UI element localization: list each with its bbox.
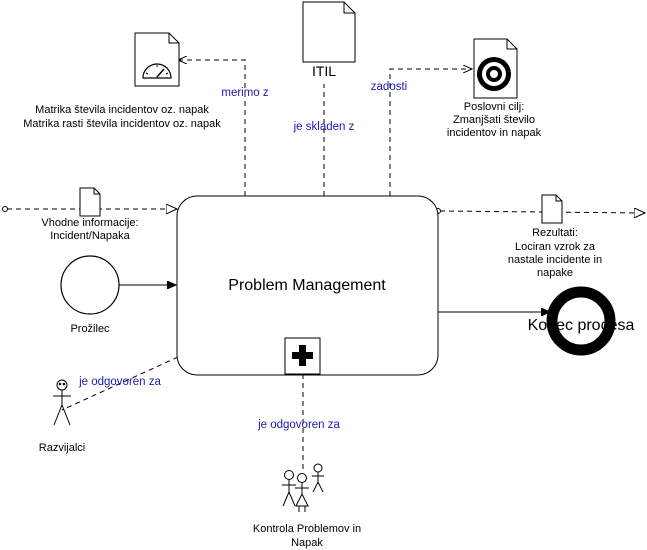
satisfy-connector [389, 69, 472, 196]
end-event[interactable] [546, 286, 616, 356]
relation-label-aligned: je skladen z [293, 121, 355, 133]
input-label-line-2: Incident/Napaka [50, 230, 130, 242]
process-task[interactable] [176, 195, 439, 376]
subprocess-expand-icon[interactable] [284, 337, 321, 375]
group-figures-icon [282, 463, 324, 512]
itil-label: ITIL [312, 63, 336, 79]
result-label-line-1: Rezultati: [532, 227, 578, 239]
result-label-line-4: napake [537, 267, 573, 279]
measure-connector [178, 60, 246, 196]
relation-label-responsible-bottom: je odgovoren za [257, 419, 340, 431]
metrics-label-line-1: Matrika števila incidentov oz. napak [35, 104, 209, 116]
input-label-line-1: Vhodne informacije: [41, 217, 138, 229]
start-event[interactable] [60, 255, 120, 315]
goal-label-line-1: Poslovni cilj: [464, 101, 525, 113]
result-document-icon [541, 194, 563, 224]
target-document-icon [473, 38, 518, 99]
end-event-label: Konec procesa [528, 317, 635, 334]
gauge-document-icon [134, 32, 180, 87]
process-title: Problem Management [228, 277, 386, 294]
relation-label-satisfy: zadosti [371, 81, 407, 93]
result-label-line-2: Lociran vzrok za [515, 241, 596, 253]
result-label-line-3: nastale incidente in [508, 254, 602, 266]
relation-label-responsible-left: je odgovoren za [78, 376, 161, 388]
itil-document-icon [302, 1, 356, 63]
input-flow-origin [2, 206, 8, 212]
metrics-label-line-2: Matrika rasti števila incidentov oz. nap… [23, 118, 221, 130]
start-event-label: Prožilec [70, 323, 110, 335]
relation-label-measure: merimo z [221, 87, 269, 99]
goal-label-line-2: Zmanjšati število [453, 114, 535, 126]
developers-connector [61, 356, 179, 411]
input-document-icon [79, 187, 101, 217]
developer-stick-figure-icon [53, 379, 71, 426]
control-team-label-line-1: Kontrola Problemov in [253, 523, 361, 535]
control-team-label-line-2: Napak [291, 537, 323, 549]
developers-label: Razvijalci [39, 442, 85, 454]
goal-label-line-3: incidentov in napak [447, 127, 542, 139]
